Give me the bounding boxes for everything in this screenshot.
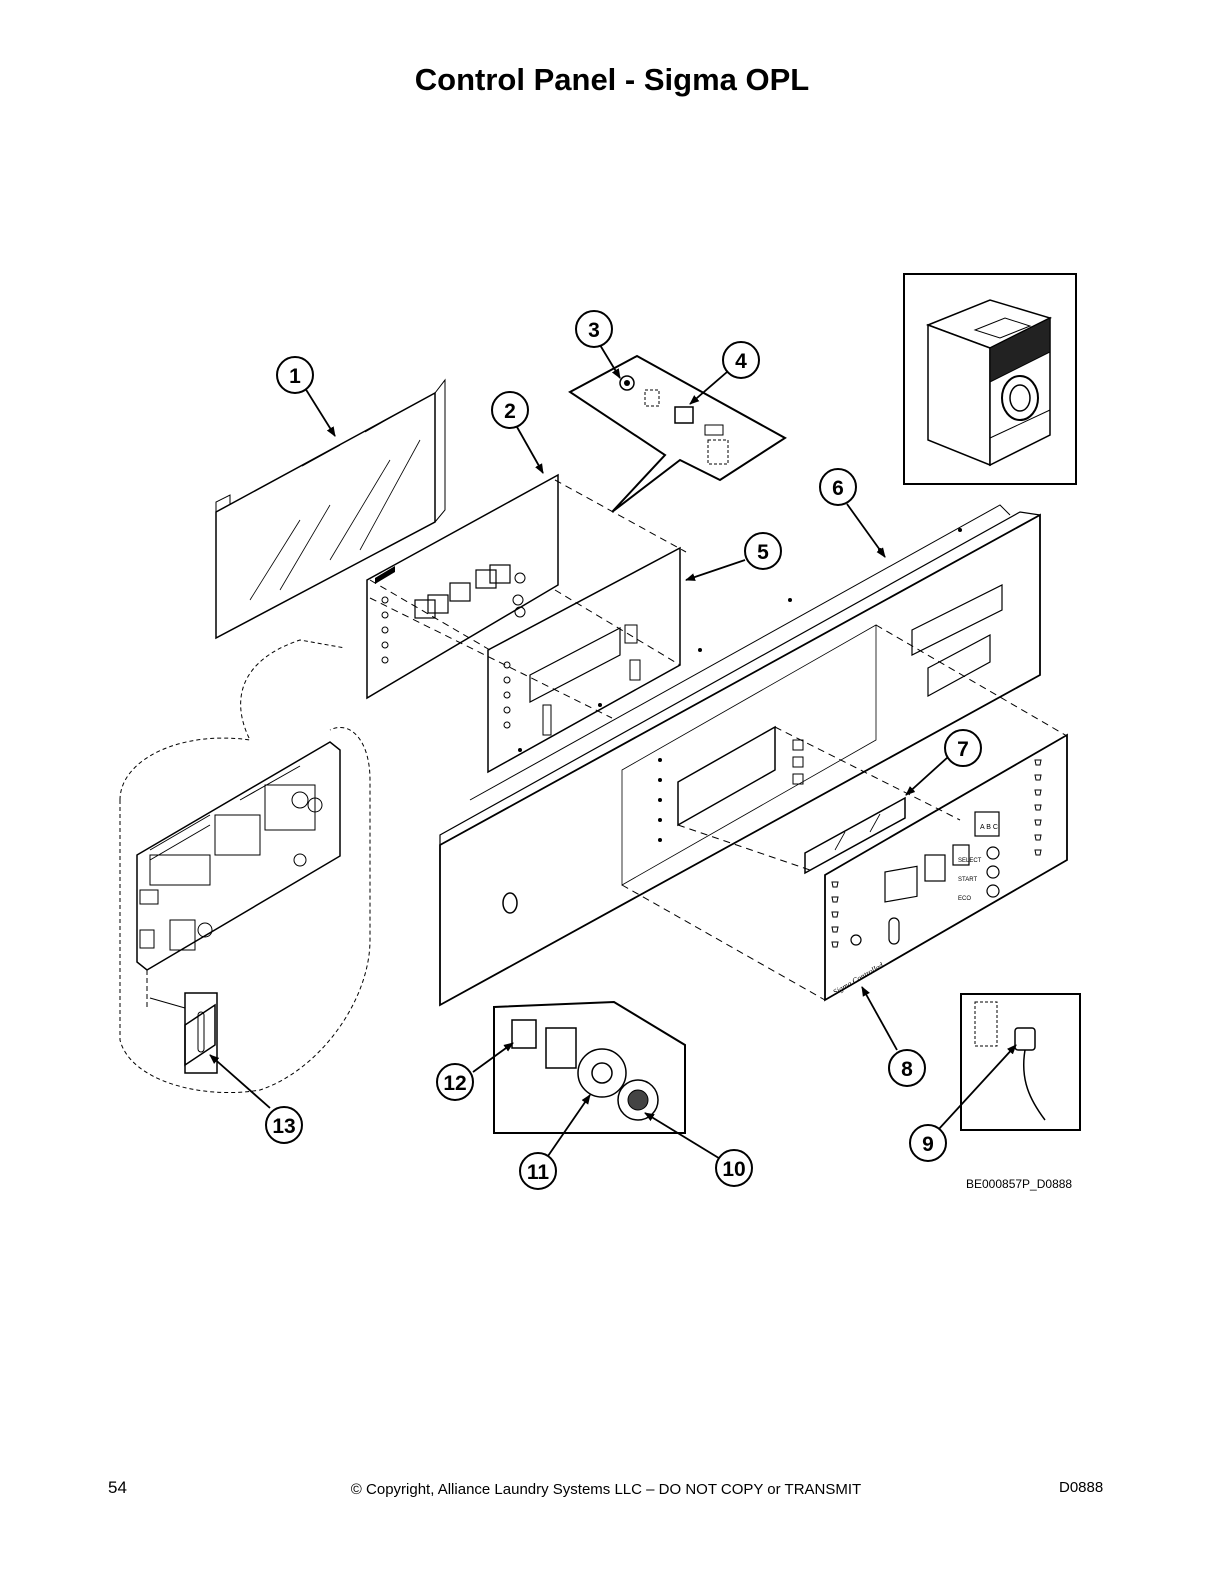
svg-text:1: 1 (289, 365, 301, 388)
copyright-notice: © Copyright, Alliance Laundry Systems LL… (350, 1481, 862, 1498)
svg-text:7: 7 (957, 738, 969, 761)
svg-text:4: 4 (735, 350, 747, 373)
svg-text:11: 11 (527, 1161, 550, 1184)
part-3-4-detail-inset (568, 354, 787, 513)
callout-1: 1 (276, 356, 314, 394)
start-label: START (958, 877, 977, 883)
callout-7: 7 (944, 729, 982, 767)
svg-text:2: 2 (504, 400, 516, 423)
svg-text:8: 8 (901, 1058, 913, 1081)
callout-12: 12 (436, 1063, 474, 1101)
callout-3: 3 (575, 310, 613, 348)
callout-5: 5 (744, 532, 782, 570)
part-13-main-control-board (119, 639, 371, 1093)
figure-code: BE000857P_D0888 (966, 1177, 1073, 1191)
svg-text:13: 13 (272, 1115, 295, 1138)
document-code: D0888 (1059, 1479, 1104, 1496)
part-7-display-window (804, 796, 906, 875)
svg-text:10: 10 (722, 1158, 745, 1181)
svg-text:5: 5 (757, 541, 769, 564)
callout-13: 13 (265, 1106, 303, 1144)
callout-8: 8 (888, 1049, 926, 1087)
svg-text:6: 6 (832, 477, 844, 500)
svg-text:9: 9 (922, 1133, 934, 1156)
part-8-front-overlay: A B C SELECT START ECO Sigma Controlled (824, 733, 1068, 1002)
callout-11: 11 (519, 1152, 557, 1190)
callout-10: 10 (715, 1149, 753, 1187)
svg-text:3: 3 (588, 319, 600, 342)
eco-label: ECO (958, 896, 971, 902)
assembly-lines (369, 479, 1068, 1001)
callout-6: 6 (819, 468, 857, 506)
select-label: SELECT (958, 858, 982, 864)
part-1-overlay-panel (215, 378, 446, 640)
part-2-display-board (366, 473, 559, 700)
callout-9: 9 (909, 1124, 947, 1162)
callout-2: 2 (491, 391, 529, 429)
svg-text:12: 12 (443, 1072, 466, 1095)
leader-lines (209, 344, 1017, 1161)
part-10-12-button-inset (493, 1000, 686, 1134)
part-9-cable-inset (960, 993, 1081, 1131)
abc-label: A B C (980, 824, 998, 831)
page-number: 54 (108, 1478, 127, 1497)
callout-4: 4 (722, 341, 760, 379)
machine-inset (903, 273, 1077, 485)
part-6-control-panel-frame (439, 504, 1041, 1007)
page-title: Control Panel - Sigma OPL (414, 62, 810, 97)
